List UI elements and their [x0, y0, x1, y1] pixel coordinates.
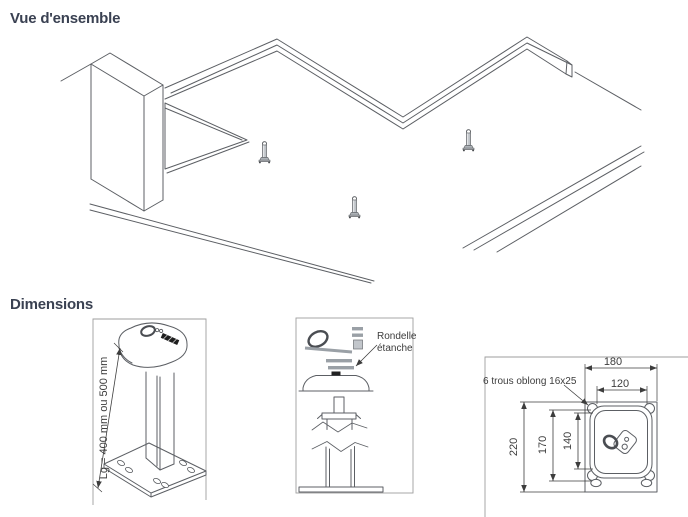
dim-inner-height: 140: [562, 412, 593, 470]
dim-overall-height: 220: [508, 401, 585, 493]
dim-220-label: 220: [508, 438, 520, 456]
dim-mid-height: 170: [537, 409, 591, 482]
top-view-drawing: 180 120 220 170 140: [483, 356, 688, 517]
anchor-post-1: [258, 141, 271, 164]
drawing3-frame: [484, 356, 688, 517]
penthouse-box: [60, 52, 164, 212]
base-plate: [103, 442, 207, 498]
drawing1-frame: [92, 318, 207, 505]
holes-label: 6 trous oblong 16x25: [483, 376, 577, 387]
section-title-dimensions: Dimensions: [10, 296, 94, 313]
post-break-section: [311, 418, 369, 488]
threaded-stud: [317, 396, 361, 420]
holes-annotation: 6 trous oblong 16x25: [483, 376, 589, 406]
dim-120-label: 120: [611, 378, 629, 390]
anchor-cap-plate: [118, 322, 188, 368]
overview-roof-drawing: [60, 36, 645, 284]
roof-access-chute: [164, 102, 250, 174]
post-length-label: Lg = 400 mm ou 500 mm: [98, 357, 110, 480]
roof-edges: [89, 145, 645, 284]
base-plate-outline: [584, 401, 658, 493]
dim-inner-width: 120: [596, 378, 648, 404]
post-dimension-drawing: Lg = 400 mm ou 500 mm: [92, 318, 207, 505]
section-title-overview: Vue d'ensemble: [10, 10, 121, 27]
label-sticker: [160, 332, 180, 346]
dim-180-label: 180: [604, 356, 622, 368]
dome-cap: [298, 371, 374, 392]
washer-label-line2: étanche: [377, 343, 413, 354]
dim-overall-width: 180: [584, 356, 658, 401]
anchor-post-2: [348, 196, 361, 219]
anchor-post-3: [462, 129, 475, 152]
drawing2-frame: [295, 317, 414, 494]
post-shaft: [145, 371, 175, 471]
anchor-shackle-top-view: [602, 430, 637, 455]
washer-label-line1: Rondelle: [377, 331, 417, 342]
dim-140-label: 140: [562, 432, 574, 450]
washer-leader-arrow: [355, 344, 378, 367]
length-dimension: Lg = 400 mm ou 500 mm: [92, 342, 124, 493]
exploded-view-drawing: Rondelle étanche: [295, 317, 417, 494]
anchor-d-ring: [140, 325, 164, 337]
bolt-set: [352, 327, 363, 350]
washer-label: Rondelle étanche: [355, 331, 417, 367]
bottom-oblong-holes: [590, 478, 653, 488]
parapet-wall: [164, 36, 642, 130]
dim-170-label: 170: [537, 436, 549, 454]
holes-leader-arrow: [563, 384, 589, 406]
sealing-washers: [326, 359, 354, 370]
d-ring-shackle: [304, 330, 353, 354]
base-bar: [298, 486, 384, 493]
